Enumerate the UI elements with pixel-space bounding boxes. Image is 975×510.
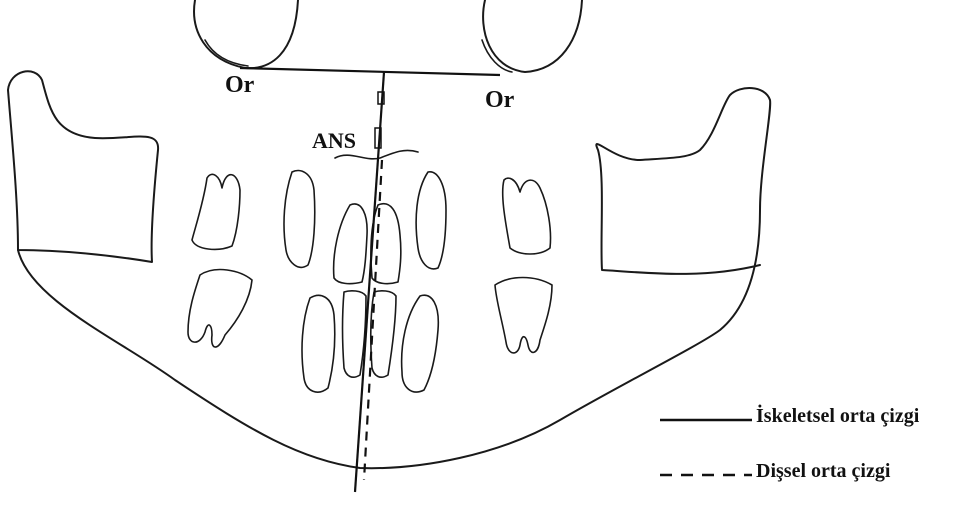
tooth-upper-left-molar xyxy=(192,174,240,249)
tooth-lower-right-canine xyxy=(402,295,439,392)
tooth-upper-right-canine xyxy=(416,172,446,269)
tooth-lower-left-incisor xyxy=(343,291,367,377)
right-orbit xyxy=(483,0,582,72)
label-or-left: Or xyxy=(225,72,255,98)
orbitale-line xyxy=(240,68,500,75)
label-ans: ANS xyxy=(312,128,356,153)
tooth-lower-left-molar xyxy=(188,270,252,347)
legend-dental-label: Dişsel orta çizgi xyxy=(756,460,891,482)
tooth-upper-left-incisor xyxy=(334,204,367,284)
tooth-lower-left-canine xyxy=(302,295,335,392)
tooth-upper-right-incisor xyxy=(371,204,401,284)
legend-skeletal-label: İskeletsel orta çizgi xyxy=(756,403,920,427)
tooth-lower-right-incisor xyxy=(371,291,396,377)
mandible-body xyxy=(18,88,770,468)
mandible-outline xyxy=(8,71,158,262)
tooth-upper-right-molar xyxy=(503,178,551,254)
label-or-right: Or xyxy=(485,87,515,113)
tooth-lower-right-molar xyxy=(495,278,552,353)
tooth-upper-left-canine xyxy=(284,171,315,268)
left-orbit xyxy=(194,0,298,68)
